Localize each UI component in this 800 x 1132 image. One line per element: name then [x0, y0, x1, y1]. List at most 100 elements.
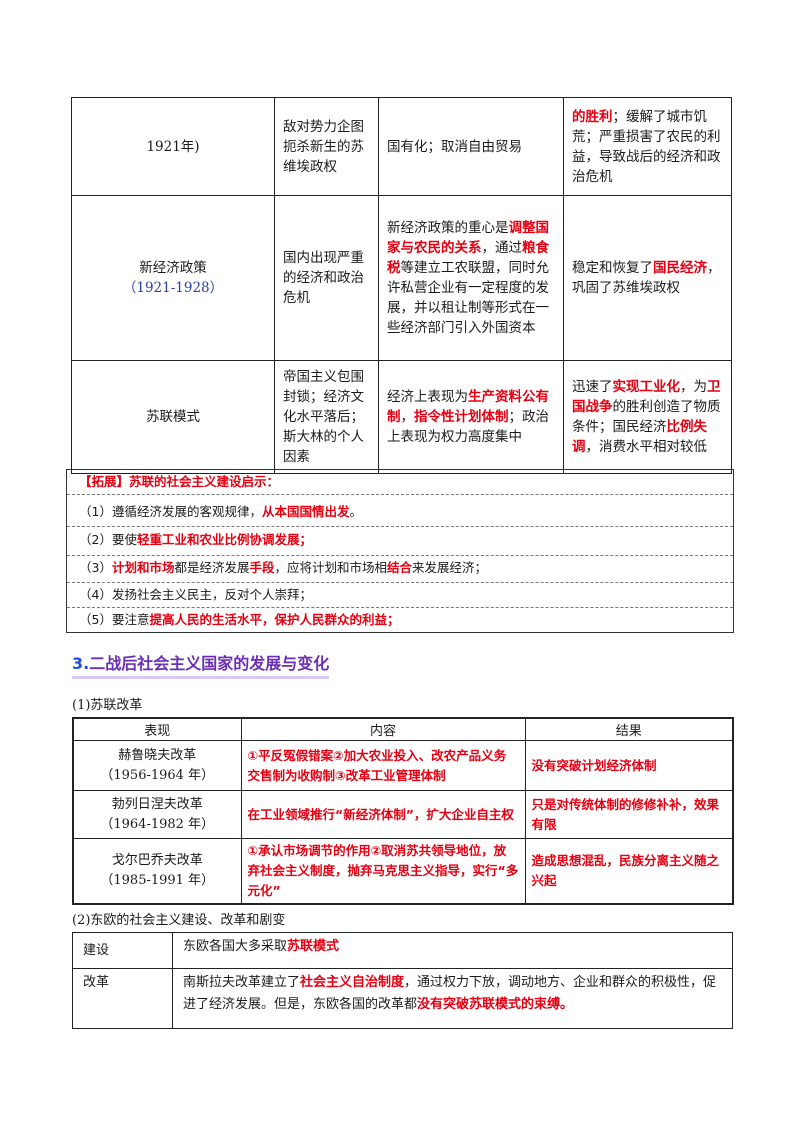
text-run: 东欧各国大多采取 [183, 939, 288, 954]
text-run: 来发展经济； [412, 560, 488, 575]
expansion-item: （3）计划和市场都是经济发展手段，应将计划和市场相结合来发展经济； [79, 558, 487, 578]
model-period: （1921-1928） [122, 280, 224, 296]
table-row: 勃列日涅夫改革 （1964-1982 年） 在工业领域推行“新经济体制”，扩大企业自… [72, 790, 734, 839]
east-europe-key-cell: 改革 [72, 968, 173, 1029]
text-run: 国有化；取消自由贸易 [387, 138, 522, 155]
table-row: 戈尔巴乔夫改革（1985-1991 年）①承认市场调节的作用②取消苏共领导地位，… [72, 838, 734, 905]
reform-content-cell: 在工业领域推行“新经济体制”，扩大企业自主权 [240, 790, 526, 839]
expansion-title: 【拓展】苏联的社会主义建设启示： [79, 474, 280, 489]
reform-result-cell: 没有突破计划经济体制 [524, 740, 734, 791]
text-run: ，消费水平相对较低 [585, 439, 708, 455]
highlight-text: 从本国国情出发 [261, 504, 350, 519]
table-row: 建设东欧各国大多采取苏联模式 [72, 932, 733, 969]
expansion-item: （1）遵循经济发展的客观规律，从本国国情出发。 [79, 502, 362, 522]
east-europe-table: 建设东欧各国大多采取苏联模式改革南斯拉夫改革建立了社会主义自治制度，通过权力下放… [72, 932, 733, 1029]
highlight-text: 指令性计划体制 [414, 409, 509, 425]
soviet-reform-label: (1)苏联改革 [72, 698, 143, 713]
text-run: 都是经济发展 [174, 560, 250, 575]
background-cell: 国内出现严重的经济和政治危机 [274, 195, 379, 361]
highlight-text: 没有突破苏联模式的束缚。 [417, 997, 574, 1012]
text-run: （4）发扬社会主义民主，反对个人崇拜； [79, 587, 312, 602]
model-name: 苏联模式 [146, 409, 200, 425]
model-name-cell: 1921年) [71, 97, 275, 196]
header-cell: 内容 [240, 717, 526, 741]
highlight-text: 的胜利 [572, 108, 613, 125]
reform-period: （1964-1982 年） [100, 816, 215, 832]
highlight-text: 生产资料公有制 [387, 389, 549, 425]
highlight-text: 社会主义自治制度 [300, 975, 405, 990]
highlight-text: 计划和市场 [111, 560, 175, 575]
reform-name-cell: 赫鲁晓夫改革 （1956-1964 年） [72, 740, 242, 791]
model-period: 1921年) [146, 138, 200, 155]
reform-period: （1985-1991 年） [100, 873, 215, 888]
highlight-text: 结合 [387, 560, 413, 575]
model-name-cell: 苏联模式 [71, 360, 275, 474]
highlight-text: 手段 [249, 560, 275, 575]
text-run: ， [400, 409, 415, 425]
highlight-text: 提高人民的生活水平，保护人民群众的利益； [149, 612, 400, 627]
result-cell: 迅速了实现工业化，为卫国战争的胜利创造了物质条件；国民经济比例失调，消费水平相对… [563, 360, 732, 474]
background-cell: 敌对势力企图扼杀新生的苏维埃政权 [274, 97, 379, 196]
table-row: 1921年) 敌对势力企图扼杀新生的苏维埃政权国有化；取消自由贸易 的胜利；缓解了城… [71, 97, 732, 196]
reform-result-cell: 造成思想混乱，民族分离主义随之兴起 [524, 838, 734, 905]
east-europe-label: (2)东欧的社会主义建设、改革和剧变 [72, 913, 286, 928]
east-europe-key-cell: 建设 [72, 932, 173, 969]
reform-name: 戈尔巴乔夫改革 [111, 853, 203, 868]
expansion-item: （2）要使轻重工业和农业比例协调发展； [79, 530, 312, 550]
section-title: 二战后社会主义国家的发展与变化 [89, 654, 330, 673]
highlight-text: 苏联模式 [287, 939, 340, 954]
table-row: 苏联模式 帝国主义包围封锁；经济文化水平落后；斯大林的个人因素经济上表现为生产资料… [71, 360, 732, 474]
content-cell: 新经济政策的重心是调整国家与农民的关系，通过粮食税等建立工农联盟，同时允许私营企… [378, 195, 564, 361]
highlight-text: 粮食税 [387, 240, 549, 276]
ussr-models-table: 1921年) 敌对势力企图扼杀新生的苏维埃政权国有化；取消自由贸易 的胜利；缓解了城… [71, 97, 732, 474]
text-run: ，应将计划和市场相 [274, 560, 388, 575]
text-run: 南斯拉夫改革建立了 [183, 975, 301, 990]
background-cell: 帝国主义包围封锁；经济文化水平落后；斯大林的个人因素 [274, 360, 379, 474]
text-run: 迅速了 [572, 379, 613, 395]
east-europe-text-cell: 东欧各国大多采取苏联模式 [172, 932, 733, 969]
result-cell: 的胜利；缓解了城市饥荒；严重损害了农民的利益，导致战后的经济和政治危机 [563, 97, 732, 196]
reform-name: 赫鲁晓夫改革 [118, 747, 197, 763]
expansion-item: （5）要注意提高人民的生活水平，保护人民群众的利益； [79, 610, 399, 630]
section-heading: 3.二战后社会主义国家的发展与变化 [72, 650, 330, 679]
highlight-text: 实现工业化 [612, 379, 681, 395]
text-run: （2）要使 [79, 532, 137, 547]
reform-period: （1956-1964 年） [100, 767, 215, 783]
highlight-text: 调整国家与农民的关系 [387, 220, 549, 256]
text-run: （1）遵循经济发展的客观规律， [79, 504, 262, 519]
text-run: ，巩固了苏维埃政权 [572, 260, 721, 296]
content-cell: 经济上表现为生产资料公有制，指令性计划体制；政治上表现为权力高度集中 [378, 360, 564, 474]
result-cell: 稳定和恢复了国民经济，巩固了苏维埃政权 [563, 195, 732, 361]
soviet-reform-table: 表现 内容 结果 赫鲁晓夫改革（1956-1964 年）①平反冤假错案②加大农业… [72, 717, 734, 905]
text-run: ，为 [680, 379, 707, 395]
text-run: （5）要注意 [79, 612, 150, 627]
reform-name: 勃列日涅夫改革 [111, 796, 203, 812]
text-run: 稳定和恢复了 [572, 260, 653, 276]
text-run: 等建立工农联盟，同时允许私营企业有一定程度的发展，并以租让制等形式在一些经济部门… [387, 260, 549, 336]
content-cell: 国有化；取消自由贸易 [378, 97, 564, 196]
highlight-text: 卫国战争 [572, 379, 721, 415]
reform-result-cell: 只是对传统体制的修修补补，效果有限 [524, 790, 734, 839]
reform-name-cell: 勃列日涅夫改革 （1964-1982 年） [72, 790, 242, 839]
text-run: 。 [349, 504, 362, 519]
highlight-text: 轻重工业和农业比例协调发展； [136, 532, 312, 547]
expansion-item: （4）发扬社会主义民主，反对个人崇拜； [79, 585, 312, 605]
highlight-text: 比例失调 [572, 419, 707, 455]
text-run: ；缓解了城市饥荒；严重损害了农民的利益，导致战后的经济和政治危机 [572, 108, 721, 185]
model-name: 新经济政策 [139, 260, 207, 276]
section-number: 3. [72, 654, 90, 673]
table-row: 改革南斯拉夫改革建立了社会主义自治制度，通过权力下放，调动地方、企业和群众的积极… [72, 968, 733, 1029]
text-run: （3） [79, 560, 112, 575]
text-run: 经济上表现为 [387, 389, 468, 405]
expansion-box: 【拓展】苏联的社会主义建设启示： （1）遵循经济发展的客观规律，从本国国情出发。… [66, 469, 734, 633]
reform-content-cell: ①平反冤假错案②加大农业投入、改农产品义务交售制为收购制③改革工业管理体制 [240, 740, 526, 791]
east-europe-text-cell: 南斯拉夫改革建立了社会主义自治制度，通过权力下放，调动地方、企业和群众的积极性，… [172, 968, 733, 1029]
text-run: ；政治上表现为权力高度集中 [387, 409, 549, 445]
text-run: ，通过权力下放，调动地方、企业和群众的积极性，促进了经济发展。但是，东欧各国的改… [183, 975, 717, 1012]
text-run: 新经济政策的重心是 [387, 220, 509, 236]
text-run: ，通过 [481, 240, 523, 256]
reform-name-cell: 戈尔巴乔夫改革 （1985-1991 年） [72, 838, 242, 905]
highlight-text: 国民经济 [653, 260, 707, 276]
header-cell: 结果 [524, 717, 734, 741]
table-row: 赫鲁晓夫改革 （1956-1964 年） ①平反冤假错案②加大农业投入、改农产品义务… [72, 740, 734, 791]
